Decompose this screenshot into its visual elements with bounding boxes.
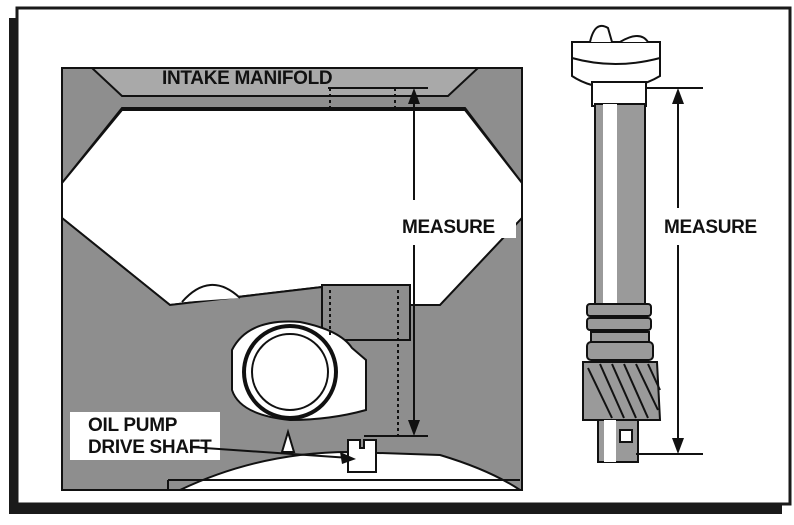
shaft-gear: [582, 361, 662, 421]
oil-pump-label-line1: OIL PUMP: [88, 415, 178, 436]
center-spike: [280, 428, 296, 453]
intake-manifold-label: INTAKE MANIFOLD: [162, 68, 332, 89]
measure-right-label: MEASURE: [664, 217, 757, 238]
arrow-up-right: [672, 88, 684, 104]
arrow-down-left: [408, 420, 420, 436]
left-measure-dimension: MEASURE: [392, 88, 516, 436]
shaft-body: [594, 103, 646, 305]
distributor-shaft: [571, 24, 703, 463]
right-measure-dimension: MEASURE: [660, 88, 780, 454]
arrow-down-right: [672, 438, 684, 454]
shaft-collar: [591, 81, 647, 107]
cam-bore-inner: [251, 333, 329, 411]
oil-pump-leader: [189, 446, 351, 459]
oil-pump-callout: OIL PUMP DRIVE SHAFT: [70, 412, 356, 464]
arrow-up-left: [408, 88, 420, 104]
distributor-bore: [321, 284, 411, 341]
oil-pump-label-line2: DRIVE SHAFT: [88, 437, 212, 458]
measure-left-label: MEASURE: [402, 217, 495, 238]
cavity-bump: [181, 283, 241, 303]
oil-pump-drive-tip: [347, 439, 377, 473]
